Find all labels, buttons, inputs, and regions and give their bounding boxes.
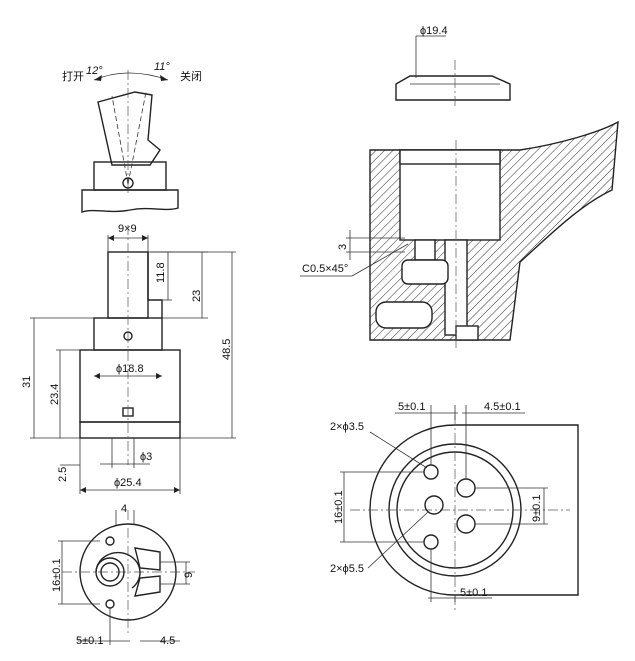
handle-base (81, 189, 179, 213)
dim-2-5: 2.5 (57, 467, 69, 482)
dim-4-5: 4.5 (160, 635, 175, 647)
dim-48-5: 48.5 (221, 339, 233, 360)
dim-phi3: ϕ3 (140, 451, 152, 463)
dim-phi25-4: ϕ25.4 (114, 477, 142, 489)
top-view: 5±0.1 4.5±0.1 2×ϕ3.5 16±0.1 9±0.1 2×ϕ5.5… (330, 401, 579, 610)
handle-body (93, 161, 167, 191)
dim-5pm: 5±0.1 (76, 635, 103, 647)
dim-31: 31 (21, 376, 33, 388)
dim-phi19-4: ϕ19.4 (420, 25, 448, 37)
dim-23-4: 23.4 (49, 384, 61, 405)
dim-2x3-5: 2×ϕ3.5 (330, 421, 364, 433)
dim-9: 9 (183, 572, 195, 578)
dim-16pm: 16±0.1 (51, 558, 63, 592)
body-section: 3 C0.5×45° (300, 120, 619, 350)
dim-3: 3 (337, 244, 349, 250)
dim-phi18-8: ϕ18.8 (116, 363, 144, 375)
open-label: 打开 (62, 69, 84, 83)
close-angle: 11° (154, 61, 170, 73)
dim-5pm-top: 5±0.1 (398, 401, 425, 413)
dim-5pm-bot: 5±0.1 (460, 587, 487, 599)
dim-11-8: 11.8 (155, 262, 167, 283)
bottom-view: 4 16±0.1 9 5±0.1 4.5 (51, 503, 195, 647)
side-elevation: 9×9 11.8 23 48.5 31 23.4 ϕ18.8 (21, 223, 236, 494)
dim-4-5pm: 4.5±0.1 (484, 401, 521, 413)
lever (97, 91, 161, 166)
close-label: 关闭 (180, 69, 202, 83)
cap-view: ϕ19.4 (395, 25, 511, 108)
dim-16pm-r: 16±0.1 (333, 490, 345, 524)
dim-c05: C0.5×45° (302, 263, 348, 275)
dim-9x9: 9×9 (118, 223, 137, 235)
open-angle: 12° (86, 65, 103, 77)
dim-23: 23 (191, 290, 203, 302)
handle-view: 打开 12° 11° 关闭 (62, 61, 202, 213)
dim-4: 4 (121, 503, 127, 515)
dim-9pm: 9±0.1 (531, 495, 543, 522)
dim-2x5-5: 2×ϕ5.5 (330, 563, 364, 575)
